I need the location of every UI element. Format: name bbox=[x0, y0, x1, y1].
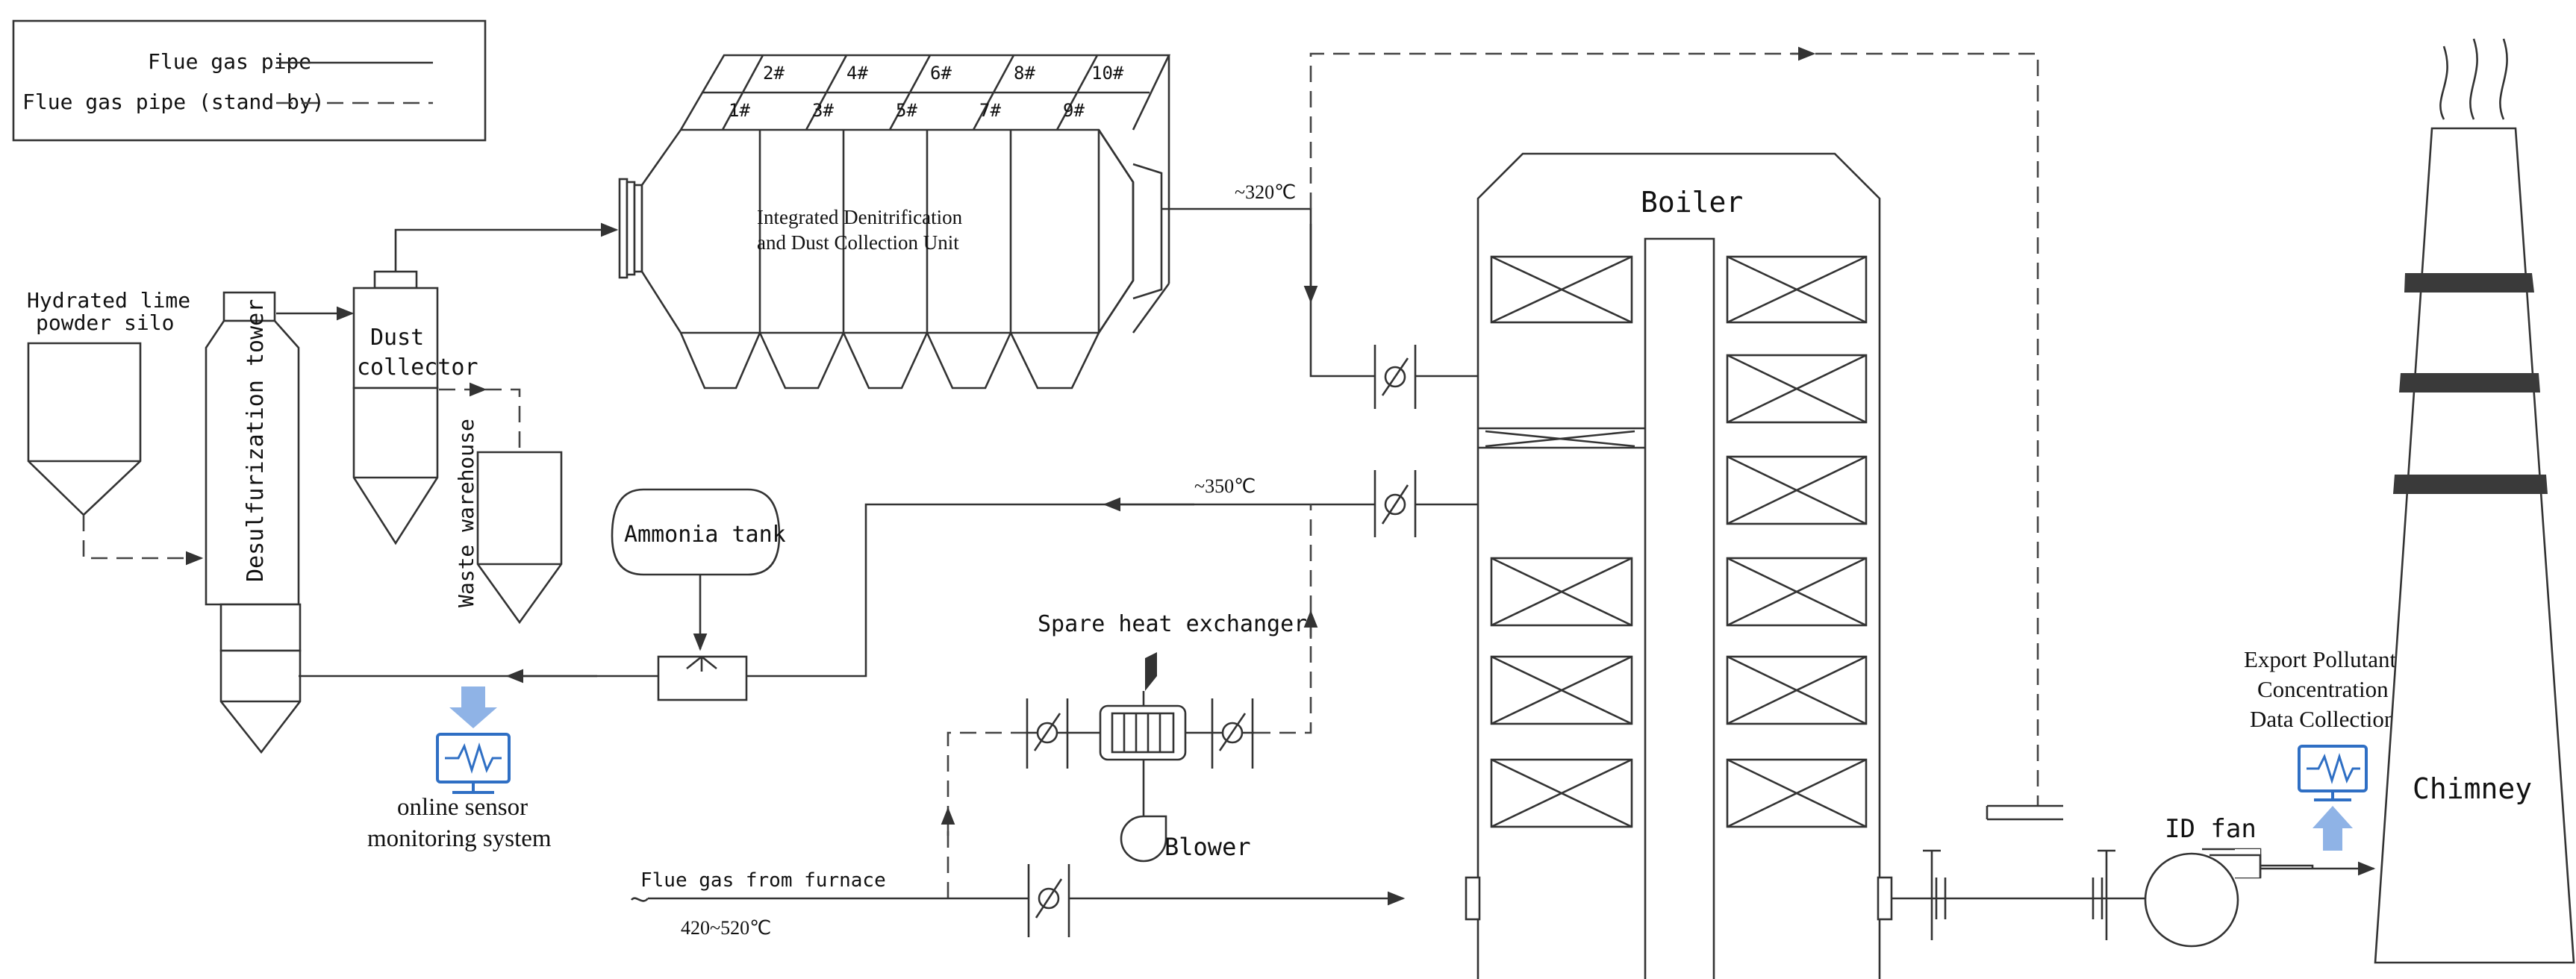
id-fan-label: ID fan bbox=[2165, 814, 2257, 844]
collector-to-waste-dashed-2 bbox=[485, 388, 521, 452]
ammonia-tank-label: Ammonia tank bbox=[624, 522, 786, 548]
compartment-10: 10# bbox=[1091, 63, 1124, 84]
compartment-7: 7# bbox=[979, 100, 1001, 121]
collector-label-line1: Dust bbox=[370, 325, 424, 351]
export-label: Export Pollutant Concentration Data Coll… bbox=[2244, 646, 2402, 732]
compartment-3: 3# bbox=[812, 100, 834, 121]
legend-dashed-label: Flue gas pipe (stand by) bbox=[22, 90, 325, 114]
blower-label: Blower bbox=[1164, 833, 1251, 861]
flue-gas-inlet-label: Flue gas from furnace bbox=[640, 869, 886, 892]
legend-solid-label: Flue gas pipe bbox=[148, 49, 311, 74]
tower-label: Desulfurization tower bbox=[243, 299, 269, 582]
legend: Flue gas pipe Flue gas pipe (stand by) bbox=[12, 19, 487, 142]
top-bypass-dashed bbox=[1309, 52, 2039, 806]
spare-heat-exchanger: Spare heat exchanger bbox=[1038, 611, 1307, 803]
blower: Blower bbox=[1120, 803, 1251, 863]
hx-bypass-dashed-right bbox=[1254, 504, 1312, 734]
id-fan: ID fan bbox=[2144, 814, 2262, 948]
export-label-line3: Data Collection bbox=[2250, 706, 2396, 732]
damper-inlet bbox=[1027, 864, 1070, 937]
compartment-1: 1# bbox=[729, 100, 750, 121]
monitor-icon bbox=[2298, 745, 2368, 801]
temp-inlet: 420~520℃ bbox=[681, 917, 771, 939]
damper-hx-left bbox=[1026, 698, 1069, 769]
unit-outlet-pipe bbox=[1161, 207, 1312, 300]
online-monitoring: online sensor monitoring system bbox=[367, 686, 552, 852]
chimney: Chimney bbox=[2374, 38, 2575, 964]
waste-warehouse: Waste warehouse bbox=[454, 419, 563, 625]
online-monitoring-label: online sensor monitoring system bbox=[367, 794, 552, 852]
heat-exchanger-label: Spare heat exchanger bbox=[1038, 611, 1307, 637]
compartment-5: 5# bbox=[896, 100, 917, 121]
silo-label: Hydrated lime powder silo bbox=[27, 288, 203, 335]
boiler-label: Boiler bbox=[1641, 186, 1743, 219]
boiler-right-tubes bbox=[1726, 255, 1868, 828]
damper-350 bbox=[1373, 470, 1478, 537]
download-arrow-icon bbox=[449, 686, 497, 728]
online-label-line2: monitoring system bbox=[367, 825, 552, 852]
collector-label: Dust collector bbox=[357, 325, 478, 381]
waste-warehouse-label: Waste warehouse bbox=[454, 419, 478, 607]
outlet-pipe bbox=[1892, 804, 2147, 940]
compartment-4: 4# bbox=[846, 63, 868, 84]
dust-collector: Dust collector bbox=[352, 270, 478, 545]
hx-bypass-dashed-left bbox=[946, 731, 1027, 898]
unit-label-line1: Integrated Denitrification bbox=[757, 206, 963, 228]
monitor-icon bbox=[436, 733, 511, 794]
boiler: Boiler bbox=[1465, 152, 1893, 979]
hydrated-lime-silo: Hydrated lime powder silo bbox=[27, 288, 203, 516]
return-350-pipe bbox=[746, 503, 1375, 678]
chimney-label: Chimney bbox=[2413, 772, 2532, 805]
integrated-denitrification-unit: 2# 4# 6# 8# 10# 1# 3# 5# 7# 9# Integrate… bbox=[618, 54, 1171, 390]
ammonia-injector bbox=[657, 655, 748, 701]
collector-to-unit-pipe bbox=[394, 222, 619, 272]
flue-gas-inlet: Flue gas from furnace 420~520℃ bbox=[630, 864, 1406, 939]
damper-hx-right bbox=[1211, 698, 1254, 769]
collector-label-line2: collector bbox=[357, 354, 478, 381]
silo-label-line1: Hydrated lime bbox=[27, 288, 190, 313]
temp-320: ~320℃ bbox=[1235, 181, 1296, 203]
compartment-6: 6# bbox=[930, 63, 952, 84]
silo-to-tower-dashed bbox=[82, 515, 204, 566]
compartment-2: 2# bbox=[763, 63, 785, 84]
compartment-8: 8# bbox=[1014, 63, 1035, 84]
compartment-9: 9# bbox=[1063, 100, 1085, 121]
export-label-line2: Concentration bbox=[2257, 676, 2389, 702]
export-label-line1: Export Pollutant bbox=[2244, 646, 2396, 672]
boiler-left-tubes bbox=[1490, 255, 1633, 828]
unit-label-line2: and Dust Collection Unit bbox=[757, 231, 959, 254]
online-label-line1: online sensor bbox=[397, 794, 528, 821]
ammonia-tank: Ammonia tank bbox=[611, 488, 786, 701]
temp-350: ~350℃ bbox=[1194, 475, 1256, 497]
upload-arrow-icon bbox=[2313, 806, 2353, 851]
desulfurization-tower: Desulfurization tower bbox=[205, 291, 302, 754]
damper-320 bbox=[1373, 345, 1478, 409]
export-data-collection: Export Pollutant Concentration Data Coll… bbox=[2244, 646, 2402, 851]
silo-label-line2: powder silo bbox=[36, 310, 174, 335]
integrated-unit-label: Integrated Denitrification and Dust Coll… bbox=[757, 206, 967, 254]
